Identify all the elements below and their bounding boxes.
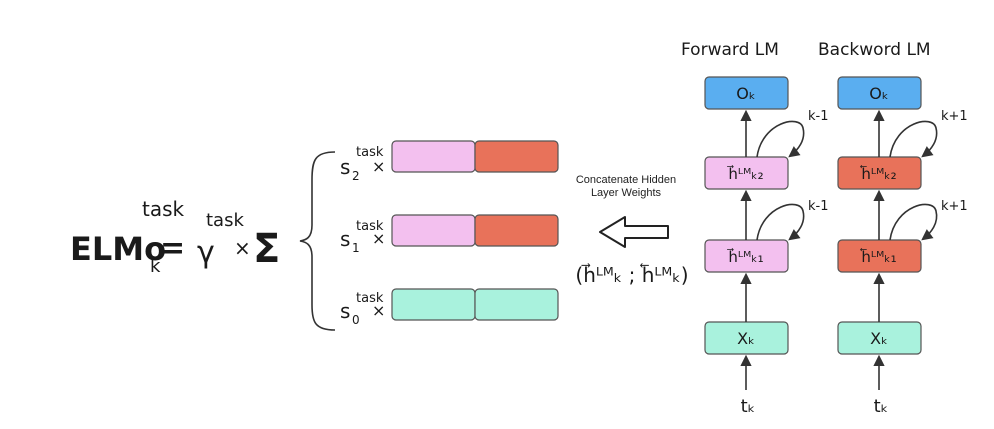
backward-recurrent-loop-mid bbox=[889, 203, 938, 241]
backward-input-label: Xₖ bbox=[870, 329, 888, 348]
sigma-symbol: Σ bbox=[253, 226, 280, 272]
forward-recurrent-loop-top bbox=[756, 120, 805, 158]
weight-s0-base: s bbox=[340, 299, 350, 323]
gamma-superscript: task bbox=[206, 210, 244, 231]
layer1-forward-cell bbox=[391, 214, 476, 247]
forward-output-box bbox=[704, 76, 789, 110]
backward-output-label: Oₖ bbox=[869, 84, 888, 103]
backward-output-box bbox=[837, 76, 922, 110]
weight-s0-sup: task bbox=[356, 291, 384, 306]
backward-recurrent-loop-top bbox=[889, 120, 938, 158]
concat-caption-line2: Layer Weights bbox=[591, 187, 662, 199]
weight-s0-times: × bbox=[372, 301, 385, 320]
forward-loop-label-mid: k-1 bbox=[808, 199, 829, 214]
weight-s0-sub: 0 bbox=[352, 313, 360, 327]
elmo-label: ELMo bbox=[70, 230, 166, 268]
weight-row-2: task s 2 × bbox=[340, 140, 559, 183]
elmo-formula: task ELMo k = task γ × Σ bbox=[70, 197, 280, 277]
elmo-superscript: task bbox=[142, 197, 185, 221]
forward-hidden1-label: h⃗ᴸᴹₖ₁ bbox=[726, 247, 764, 266]
concat-caption-line1: Concatenate Hidden bbox=[576, 174, 676, 186]
layer2-backward-cell bbox=[474, 140, 559, 173]
weight-row-1: task s 1 × bbox=[340, 214, 559, 255]
layer0-backward-cell bbox=[474, 288, 559, 321]
forward-recurrent-loop-mid bbox=[756, 203, 805, 241]
backward-hidden1-label: h⃖ᴸᴹₖ₁ bbox=[859, 247, 897, 266]
weight-s2-sup: task bbox=[356, 145, 384, 160]
forward-lm-stack: Oₖ h⃗ᴸᴹₖ₂ h⃗ᴸᴹₖ₁ Xₖ tₖ k-1 k-1 bbox=[704, 76, 829, 417]
forward-input-label: Xₖ bbox=[737, 329, 755, 348]
forward-output-label: Oₖ bbox=[736, 84, 755, 103]
weight-s1-times: × bbox=[372, 229, 385, 248]
backward-lm-header: Backword LM bbox=[818, 40, 931, 60]
weight-s2-times: × bbox=[372, 157, 385, 176]
backward-loop-label-top: k+1 bbox=[941, 109, 968, 124]
gamma-symbol: γ bbox=[197, 235, 215, 270]
concat-expression: (h⃗ᴸᴹₖ ; h⃖ᴸᴹₖ) bbox=[575, 262, 688, 287]
weight-s1-sub: 1 bbox=[352, 241, 360, 255]
forward-token-label: tₖ bbox=[741, 396, 756, 417]
forward-lm-header: Forward LM bbox=[681, 40, 779, 60]
layer2-forward-cell bbox=[391, 140, 476, 173]
forward-loop-label-top: k-1 bbox=[808, 109, 829, 124]
times-sign: × bbox=[234, 236, 251, 260]
layer1-backward-cell bbox=[474, 214, 559, 247]
equals-sign: = bbox=[160, 231, 185, 266]
weight-s1-base: s bbox=[340, 227, 350, 251]
weight-s2-sub: 2 bbox=[352, 169, 360, 183]
backward-token-label: tₖ bbox=[874, 396, 889, 417]
weight-s1-sup: task bbox=[356, 219, 384, 234]
elmo-subscript: k bbox=[150, 256, 161, 277]
weight-s2-base: s bbox=[340, 155, 350, 179]
weight-row-0: task s 0 × bbox=[340, 288, 559, 327]
backward-hidden2-label: h⃖ᴸᴹₖ₂ bbox=[859, 164, 897, 183]
curly-brace bbox=[299, 151, 336, 331]
layer0-forward-cell bbox=[391, 288, 476, 321]
backward-lm-stack: Oₖ h⃖ᴸᴹₖ₂ h⃖ᴸᴹₖ₁ Xₖ tₖ k+1 k+1 bbox=[837, 76, 968, 417]
backward-loop-label-mid: k+1 bbox=[941, 199, 968, 214]
concat-arrow-icon bbox=[599, 216, 669, 248]
forward-hidden2-label: h⃗ᴸᴹₖ₂ bbox=[726, 164, 764, 183]
